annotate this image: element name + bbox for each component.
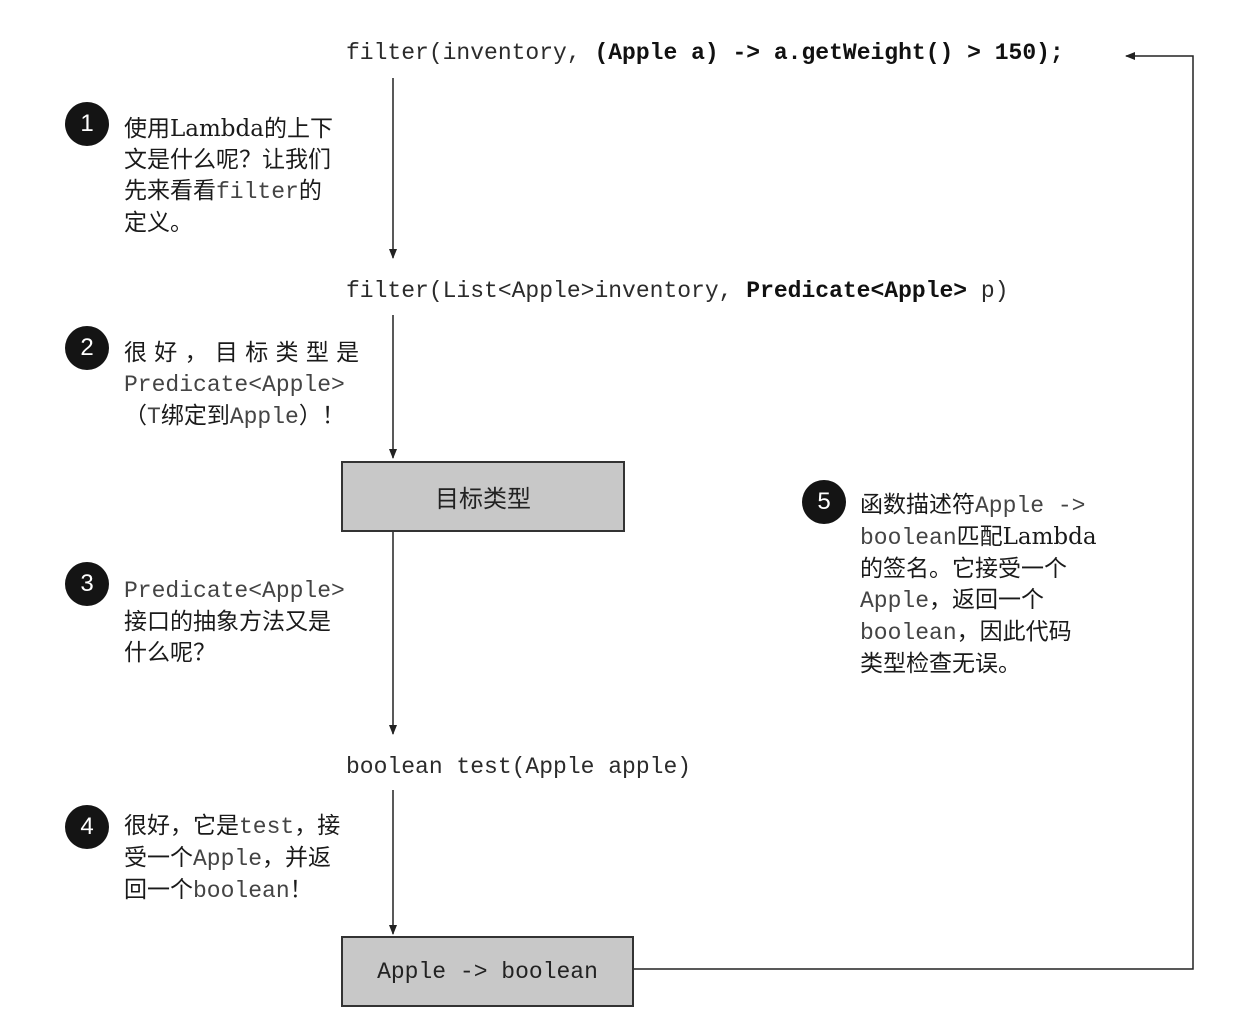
code-filter-call: filter(inventory, (Apple a) -> a.getWeig… — [346, 42, 1064, 65]
note-text: 文是什么呢？让我们 — [124, 147, 331, 173]
note-3-line-1: Predicate<Apple> — [124, 575, 345, 607]
note-text: ，返回一个 — [929, 587, 1045, 613]
note-1-line-1: 使用Lambda的上下 — [124, 114, 333, 145]
note-text: 定义。 — [124, 210, 193, 236]
note-4-line-1: 很好，它是test，接 — [124, 811, 340, 843]
note-1: 使用Lambda的上下 文是什么呢？让我们 先来看看filter的 定义。 — [124, 114, 333, 239]
note-5-line-6: 类型检查无误。 — [860, 649, 1097, 680]
note-5-line-3: 的签名。它接受一个 — [860, 554, 1097, 585]
note-text: 受一个 — [124, 845, 193, 871]
note-code: boolean — [193, 878, 290, 904]
return-arrow — [633, 52, 1194, 970]
note-1-line-4: 定义。 — [124, 208, 333, 239]
note-text: 很好，它是 — [124, 813, 239, 839]
note-code: test — [239, 814, 295, 840]
note-1-line-2: 文是什么呢？让我们 — [124, 145, 333, 176]
signature-box: Apple -> boolean — [341, 936, 634, 1007]
code-test-method: boolean test(Apple apple) — [346, 754, 692, 780]
note-code: boolean — [860, 525, 957, 551]
note-text: （ — [124, 403, 147, 429]
note-5-line-4: Apple，返回一个 — [860, 585, 1097, 617]
code-filter-call-lambda: (Apple a) -> a.getWeight() > 150); — [594, 40, 1064, 66]
note-code: Apple — [193, 846, 263, 872]
note-text: 回一个 — [124, 877, 193, 903]
note-text: 很 好 ， 目 标 类 型 是 — [124, 340, 360, 366]
note-text: ）！ — [298, 403, 345, 429]
note-text: 先来看看 — [124, 178, 216, 204]
note-text: ，因此代码 — [956, 619, 1072, 645]
note-3: Predicate<Apple> 接口的抽象方法又是 什么呢？ — [124, 575, 345, 669]
note-text: 函数描述符 — [860, 492, 975, 518]
note-code: T — [147, 404, 161, 430]
note-code: Apple -> — [975, 493, 1086, 519]
note-text: 的签名。它接受一个 — [860, 556, 1067, 582]
note-2-line-3: （T绑定到Apple）！ — [124, 401, 359, 433]
note-2-line-1: 很 好 ， 目 标 类 型 是 — [124, 338, 359, 369]
note-code: Predicate<Apple> — [124, 372, 345, 398]
target-type-box: 目标类型 — [341, 461, 625, 532]
note-4-line-2: 受一个Apple，并返 — [124, 843, 340, 875]
note-3-line-3: 什么呢？ — [124, 638, 345, 669]
note-text: ，并返 — [262, 845, 332, 871]
code-filter-definition: filter(List<Apple>inventory, Predicate<A… — [346, 280, 1009, 303]
note-code: boolean — [860, 620, 957, 646]
step-badge-2: 2 — [65, 326, 109, 370]
note-text: 使用Lambda的上下 — [124, 116, 333, 142]
note-5: 函数描述符Apple -> boolean匹配Lambda 的签名。它接受一个 … — [860, 490, 1097, 680]
note-text: ，接 — [294, 813, 341, 839]
code-filter-definition-predicate: Predicate<Apple> — [746, 278, 968, 304]
note-4: 很好，它是test，接 受一个Apple，并返 回一个boolean！ — [124, 811, 340, 907]
signature-label: Apple -> boolean — [377, 958, 598, 985]
step-badge-3: 3 — [65, 562, 109, 606]
note-5-line-2: boolean匹配Lambda — [860, 522, 1097, 554]
note-code: Apple — [860, 588, 930, 614]
step-badge-1: 1 — [65, 102, 109, 146]
note-2: 很 好 ， 目 标 类 型 是 Predicate<Apple> （T绑定到Ap… — [124, 338, 359, 433]
note-text: 什么呢？ — [124, 640, 216, 666]
note-code: filter — [216, 179, 299, 205]
note-5-line-1: 函数描述符Apple -> — [860, 490, 1097, 522]
note-text: 匹配Lambda — [956, 524, 1097, 550]
note-3-line-2: 接口的抽象方法又是 — [124, 607, 345, 638]
code-filter-call-prefix: filter(inventory, — [346, 40, 595, 66]
note-text: 接口的抽象方法又是 — [124, 609, 331, 635]
note-text: 类型检查无误。 — [860, 651, 1021, 677]
step-badge-4: 4 — [65, 805, 109, 849]
note-4-line-3: 回一个boolean！ — [124, 875, 340, 907]
note-text: ！ — [289, 877, 313, 903]
note-text: 的 — [298, 178, 322, 204]
note-2-line-2: Predicate<Apple> — [124, 369, 359, 401]
code-filter-definition-suffix: p) — [967, 278, 1009, 304]
note-code: Predicate<Apple> — [124, 578, 345, 604]
note-code: Apple — [229, 404, 299, 430]
step-badge-5: 5 — [802, 480, 846, 524]
note-text: 绑定到 — [160, 403, 230, 429]
note-5-line-5: boolean，因此代码 — [860, 617, 1097, 649]
code-filter-definition-prefix: filter(List<Apple>inventory, — [346, 278, 747, 304]
note-1-line-3: 先来看看filter的 — [124, 176, 333, 208]
target-type-label: 目标类型 — [435, 486, 531, 513]
